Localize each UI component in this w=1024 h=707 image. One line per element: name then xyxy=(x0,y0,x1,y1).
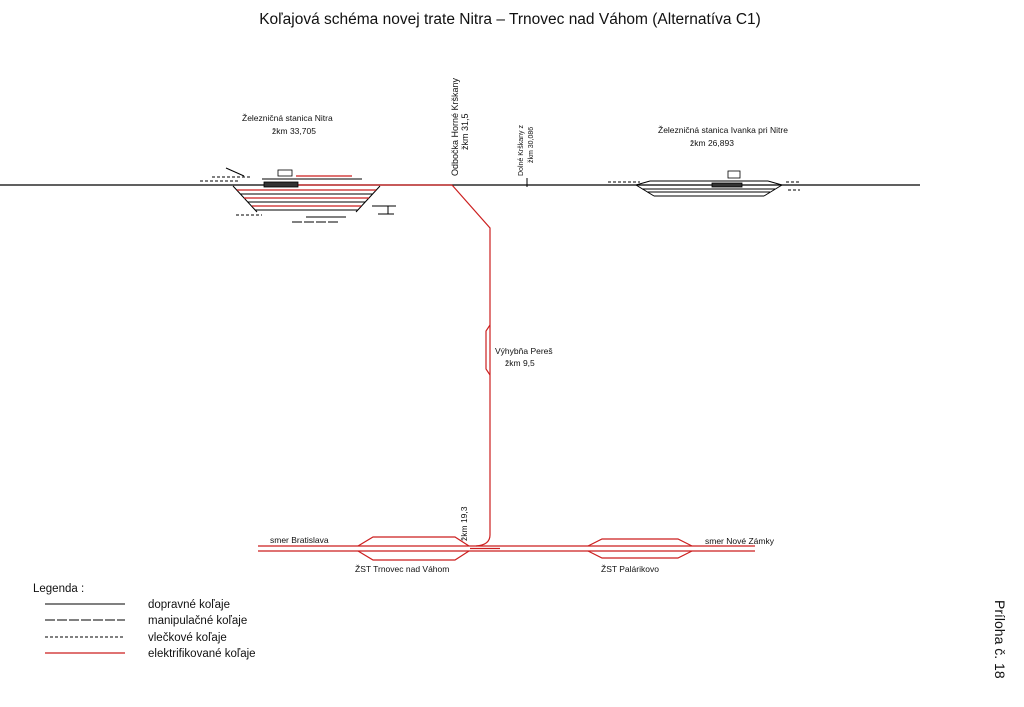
trnovec-station-name: ŽST Trnovec nad Váhom xyxy=(355,564,449,574)
nitra-station-km: žkm 33,705 xyxy=(272,126,316,136)
track-segment xyxy=(635,180,651,186)
trnovec-station-track-north xyxy=(357,536,470,547)
track-segment xyxy=(763,184,783,197)
palarikovo-station-name: ŽST Palárikovo xyxy=(601,564,659,574)
trnovec-station-track-south xyxy=(357,550,470,561)
horne-krskany-name: Odbočka Horné Krškany xyxy=(450,77,460,176)
station-building-icon xyxy=(727,170,741,179)
electrified-new-line xyxy=(451,184,491,547)
dolne-krskany-km: žkm 30,086 xyxy=(528,127,535,163)
palarikovo-station-track-south xyxy=(587,550,693,559)
dolne-krskany-name: Dolné Krškany z xyxy=(518,125,525,176)
ivanka-station-km: žkm 26,893 xyxy=(690,138,734,148)
horne-krskany-km: žkm 31,5 xyxy=(460,113,470,150)
direction-west: smer Bratislava xyxy=(270,535,329,545)
legend-label-electrified: elektrifikované koľaje xyxy=(148,648,256,660)
junction-km: žkm 19,3 xyxy=(459,506,469,541)
legend: Legenda : dopravné koľaje manipulačné ko… xyxy=(33,583,256,660)
station-building-icon xyxy=(277,169,293,177)
track-segment xyxy=(635,184,655,197)
peres-name: Výhybňa Pereš xyxy=(495,346,553,356)
legend-title: Legenda : xyxy=(33,583,84,595)
track-segment xyxy=(225,167,245,177)
legend-label-shunting: manipulačné koľaje xyxy=(148,615,247,627)
direction-east: smer Nové Zámky xyxy=(705,536,775,546)
nitra-station-name: Železničná stanica Nitra xyxy=(242,113,333,123)
diagram-title: Koľajová schéma novej trate Nitra – Trno… xyxy=(259,11,761,28)
palarikovo-station-track-north xyxy=(587,538,693,547)
track-segment xyxy=(767,180,783,186)
platform-icon xyxy=(263,181,299,188)
platform-icon xyxy=(711,182,743,188)
nitra-station-tracks xyxy=(200,167,396,223)
peres-passing-loop xyxy=(485,324,491,376)
peres-km: žkm 9,5 xyxy=(505,358,535,368)
legend-label-operational: dopravné koľaje xyxy=(148,599,230,611)
legend-label-siding: vlečkové koľaje xyxy=(148,632,227,644)
ivanka-station-name: Železničná stanica Ivanka pri Nitre xyxy=(658,125,788,135)
annex-number: Príloha č. 18 xyxy=(992,600,1008,679)
ivanka-station-tracks xyxy=(608,170,800,197)
